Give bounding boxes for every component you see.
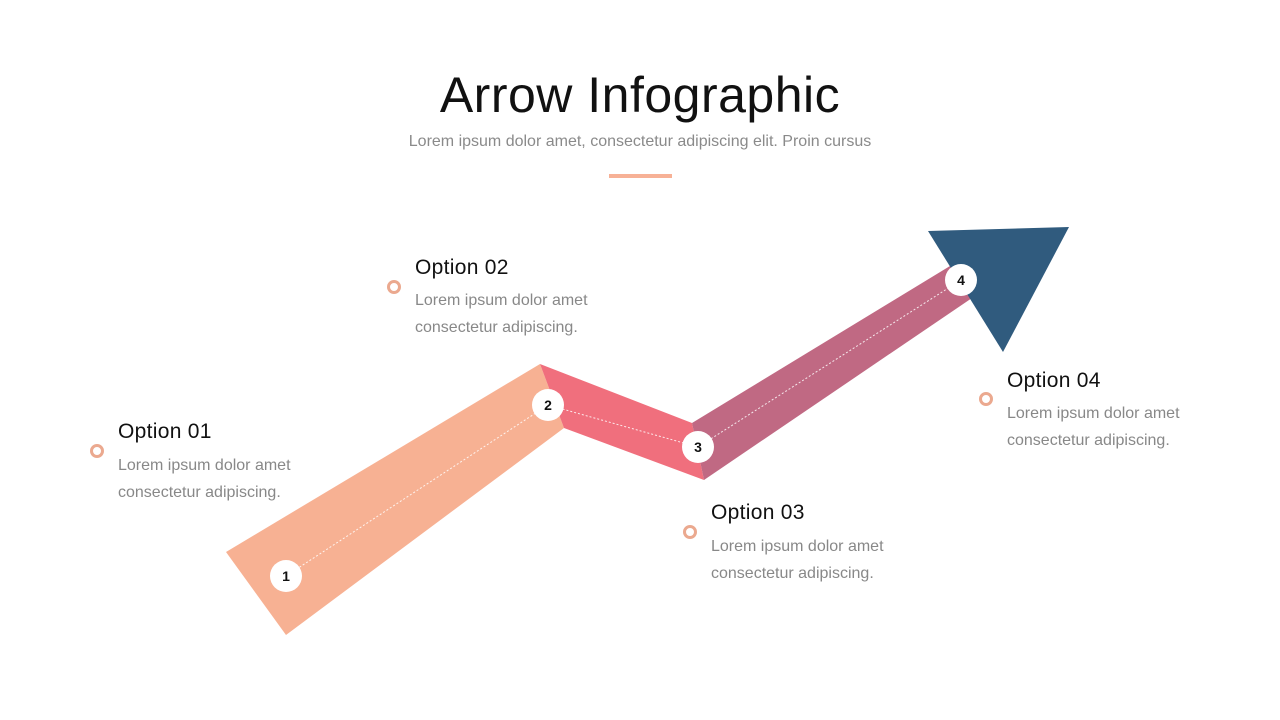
title-divider	[609, 174, 672, 178]
option-04-text: Lorem ipsum dolor amet consectetur adipi…	[1007, 400, 1247, 454]
step-marker-4: 4	[945, 264, 977, 296]
step-marker-1: 1	[270, 560, 302, 592]
option-02-text-line2: consectetur adipiscing.	[415, 319, 578, 336]
option-02-title: Option 02	[415, 256, 509, 279]
arrowhead	[928, 227, 1069, 352]
bullet-ring-icon	[387, 280, 401, 294]
option-01-title: Option 01	[118, 420, 212, 443]
step-marker-3: 3	[682, 431, 714, 463]
option-03-text-line2: consectetur adipiscing.	[711, 565, 874, 582]
arrow-segment-3	[692, 266, 972, 480]
arrow-center-line	[285, 279, 962, 577]
arrow-segment-1	[226, 364, 564, 635]
option-01-text: Lorem ipsum dolor amet consectetur adipi…	[118, 452, 358, 506]
page-title: Arrow Infographic	[439, 67, 841, 123]
step-number-2: 2	[544, 397, 552, 413]
option-02-text-line1: Lorem ipsum dolor amet	[415, 292, 588, 309]
step-number-1: 1	[282, 568, 290, 584]
option-01-text-line1: Lorem ipsum dolor amet	[118, 457, 291, 474]
page-subtitle: Lorem ipsum dolor amet, consectetur adip…	[408, 133, 872, 150]
bullet-ring-icon	[683, 525, 697, 539]
step-number-3: 3	[694, 439, 702, 455]
step-number-4: 4	[957, 272, 965, 288]
option-04-text-line2: consectetur adipiscing.	[1007, 432, 1170, 449]
step-marker-2: 2	[532, 389, 564, 421]
option-03-text: Lorem ipsum dolor amet consectetur adipi…	[711, 533, 951, 587]
option-04-text-line1: Lorem ipsum dolor amet	[1007, 405, 1180, 422]
option-04-title: Option 04	[1007, 369, 1101, 392]
option-02-text: Lorem ipsum dolor amet consectetur adipi…	[415, 287, 655, 341]
option-01-text-line2: consectetur adipiscing.	[118, 484, 281, 501]
option-03-title: Option 03	[711, 501, 805, 524]
arrow-segment-2	[540, 364, 704, 480]
bullet-ring-icon	[90, 444, 104, 458]
bullet-ring-icon	[979, 392, 993, 406]
option-03-text-line1: Lorem ipsum dolor amet	[711, 538, 884, 555]
